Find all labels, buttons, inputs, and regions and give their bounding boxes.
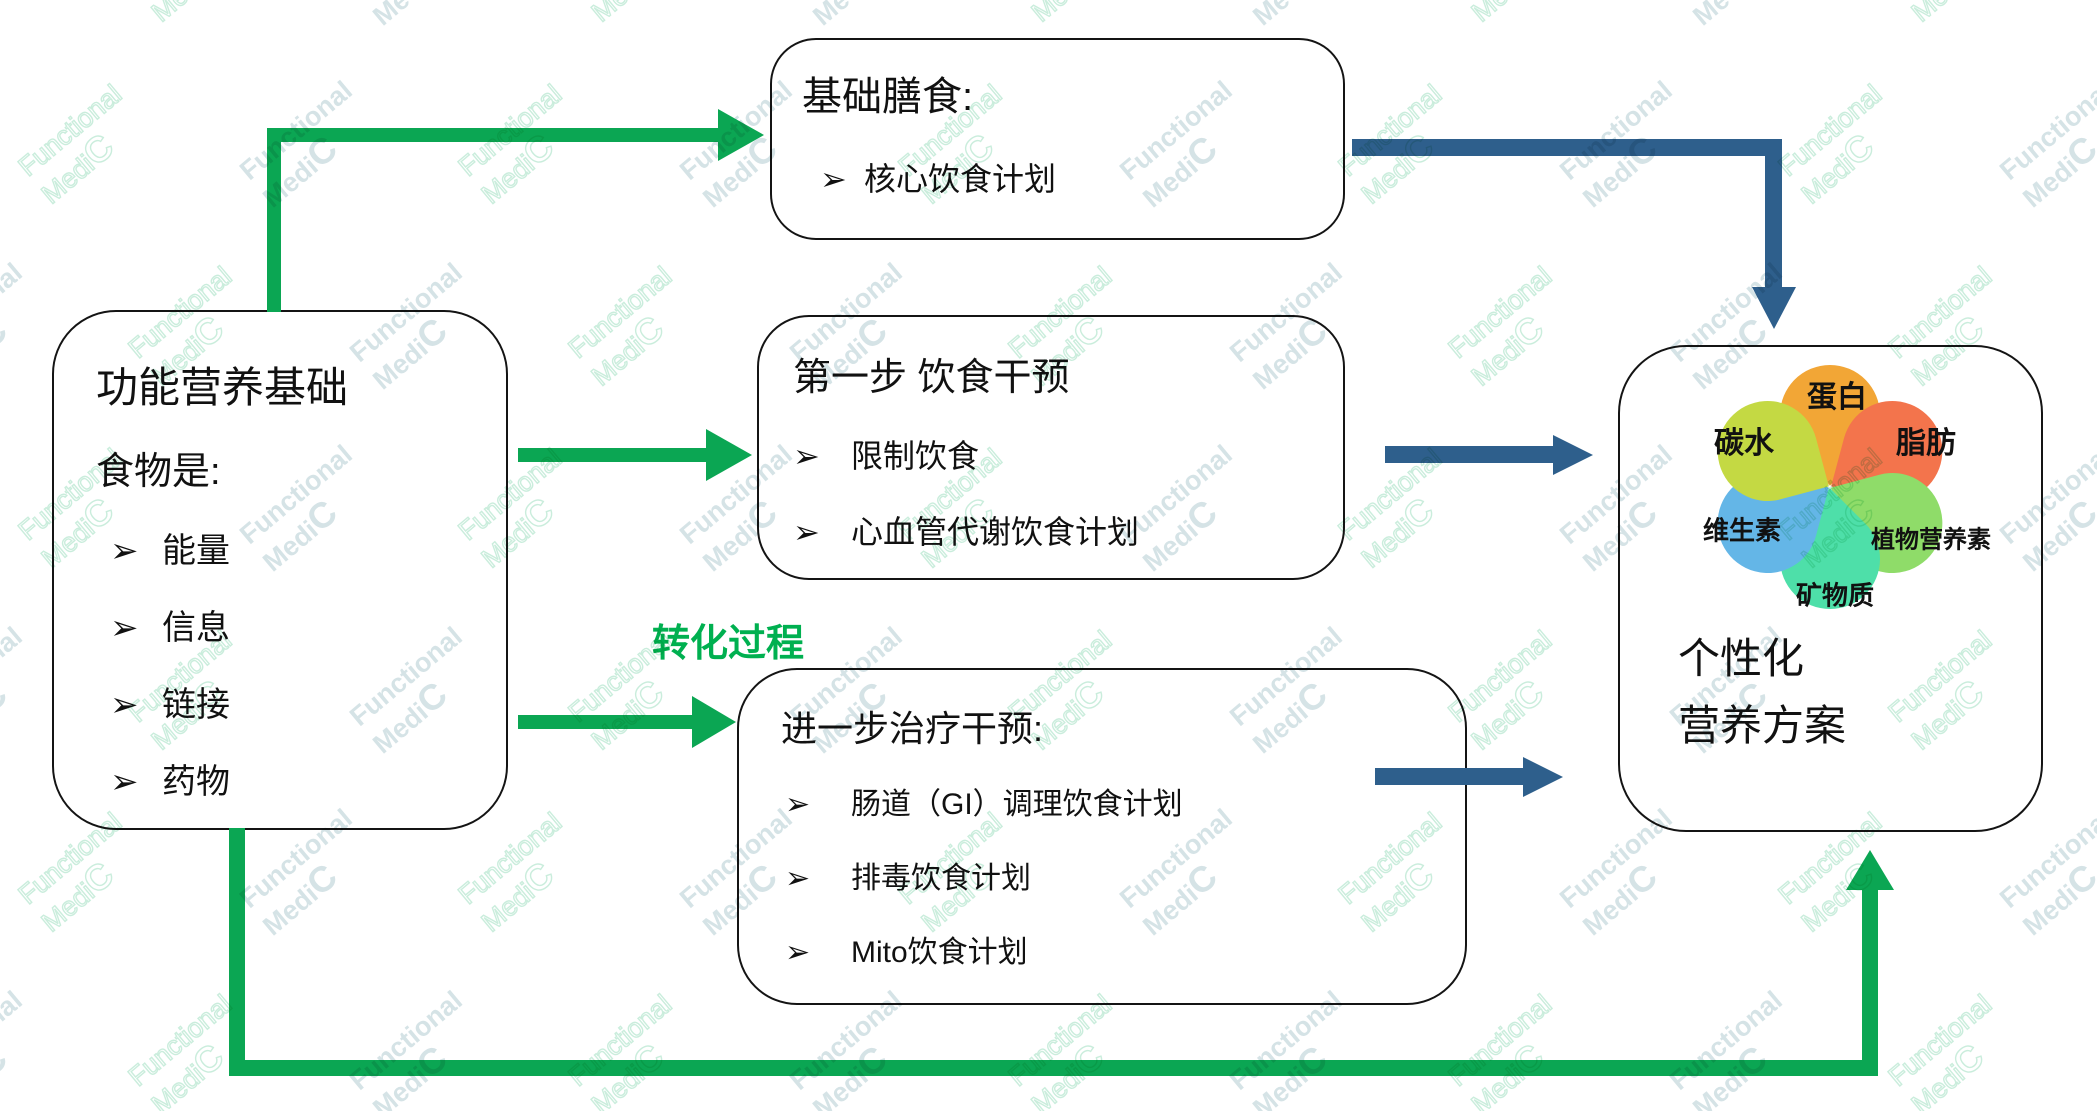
personalized-caption-line1: 个性化: [1678, 635, 1805, 682]
green-arrowhead-right-icon: [706, 429, 752, 481]
arrow-bullet-icon: ➢: [110, 609, 139, 648]
foundation-subtitle: 食物是:: [96, 451, 221, 494]
further-item-label: 排毒饮食计划: [851, 862, 1031, 896]
green-arrow-to-further: [518, 715, 694, 729]
step1-item-label: 心血管代谢饮食计划: [851, 513, 1140, 550]
foundation-box: 功能营养基础 食物是: ➢ 能量 ➢ 信息 ➢ 链接 ➢ 药物: [52, 310, 508, 830]
petal-label-phytonutrient: 植物营养素: [1871, 526, 1991, 554]
green-arrowhead-right-icon: [692, 696, 736, 748]
green-arrowhead-right-icon: [718, 109, 764, 161]
personalized-caption-line2: 营养方案: [1678, 702, 1847, 749]
foundation-item: ➢ 药物: [96, 754, 486, 803]
green-arrow-up-segment: [267, 128, 281, 312]
step1-item: ➢ 限制饮食: [793, 431, 1323, 477]
arrow-bullet-icon: ➢: [785, 788, 811, 822]
step1-box: 第一步 饮食干预 ➢ 限制饮食 ➢ 心血管代谢饮食计划: [757, 315, 1345, 580]
arrow-bullet-icon: ➢: [785, 862, 811, 896]
foundation-item: ➢ 信息: [96, 600, 486, 649]
further-item-label: Mito饮食计划: [851, 936, 1028, 970]
basic-diet-box: 基础膳食: ➢ 核心饮食计划: [770, 38, 1345, 240]
blue-arrowhead-right-icon: [1553, 435, 1593, 475]
further-item: ➢ Mito饮食计划: [781, 927, 1445, 971]
green-loop-bottom-segment: [229, 1060, 1878, 1076]
further-intervention-box: 进一步治疗干预: ➢ 肠道（GI）调理饮食计划 ➢ 排毒饮食计划 ➢ Mito饮食计划: [737, 668, 1467, 1005]
green-arrow-to-step1: [518, 448, 708, 462]
blue-arrowhead-right-icon: [1523, 757, 1563, 797]
foundation-item-label: 链接: [162, 686, 230, 725]
basic-diet-item: ➢ 核心饮食计划: [802, 154, 1323, 200]
arrow-bullet-icon: ➢: [793, 513, 820, 550]
blue-arrow-from-further: [1375, 768, 1523, 785]
further-title: 进一步治疗干预:: [781, 708, 1044, 749]
arrow-bullet-icon: ➢: [110, 763, 139, 802]
arrow-bullet-icon: ➢: [785, 936, 811, 970]
foundation-item: ➢ 能量: [96, 523, 486, 572]
further-item: ➢ 排毒饮食计划: [781, 853, 1445, 897]
basic-diet-title: 基础膳食:: [802, 75, 974, 119]
blue-arrowhead-down-icon: [1752, 287, 1796, 329]
blue-arrow-from-step1: [1385, 446, 1553, 463]
arrow-bullet-icon: ➢: [110, 532, 139, 571]
further-item: ➢ 肠道（GI）调理饮食计划: [781, 779, 1445, 823]
petal-label-protein: 蛋白: [1807, 381, 1867, 414]
petal-label-carb: 碳水: [1714, 427, 1774, 460]
green-loop-left-segment: [229, 828, 245, 1068]
foundation-item-label: 信息: [162, 609, 230, 648]
basic-diet-item-label: 核心饮食计划: [864, 161, 1057, 197]
foundation-item: ➢ 链接: [96, 677, 486, 726]
arrow-bullet-icon: ➢: [820, 161, 847, 197]
further-item-label: 肠道（GI）调理饮食计划: [851, 788, 1183, 822]
green-loop-right-segment: [1862, 888, 1878, 1068]
process-label: 转化过程: [652, 623, 805, 665]
personalized-plan-box: 蛋白 脂肪 植物营养素 矿物质 维生素 碳水 个性化 营养方案: [1618, 344, 2043, 832]
step1-item: ➢ 心血管代谢饮食计划: [793, 507, 1323, 553]
petal-label-fat: 脂肪: [1896, 427, 1956, 460]
foundation-title: 功能营养基础: [96, 364, 349, 411]
foundation-item-label: 药物: [162, 763, 230, 802]
blue-arrow-down-segment: [1765, 139, 1782, 289]
step1-item-label: 限制饮食: [851, 437, 980, 474]
step1-title: 第一步 饮食干预: [793, 357, 1070, 399]
blue-arrow-from-basic-diet: [1352, 139, 1782, 156]
arrow-bullet-icon: ➢: [793, 437, 820, 474]
petal-label-vitamin: 维生素: [1702, 515, 1782, 546]
green-arrow-to-basic-diet: [267, 128, 720, 142]
green-arrowhead-up-icon: [1846, 850, 1894, 890]
petal-label-mineral: 矿物质: [1795, 580, 1875, 611]
arrow-bullet-icon: ➢: [110, 686, 139, 725]
foundation-item-label: 能量: [162, 532, 230, 571]
